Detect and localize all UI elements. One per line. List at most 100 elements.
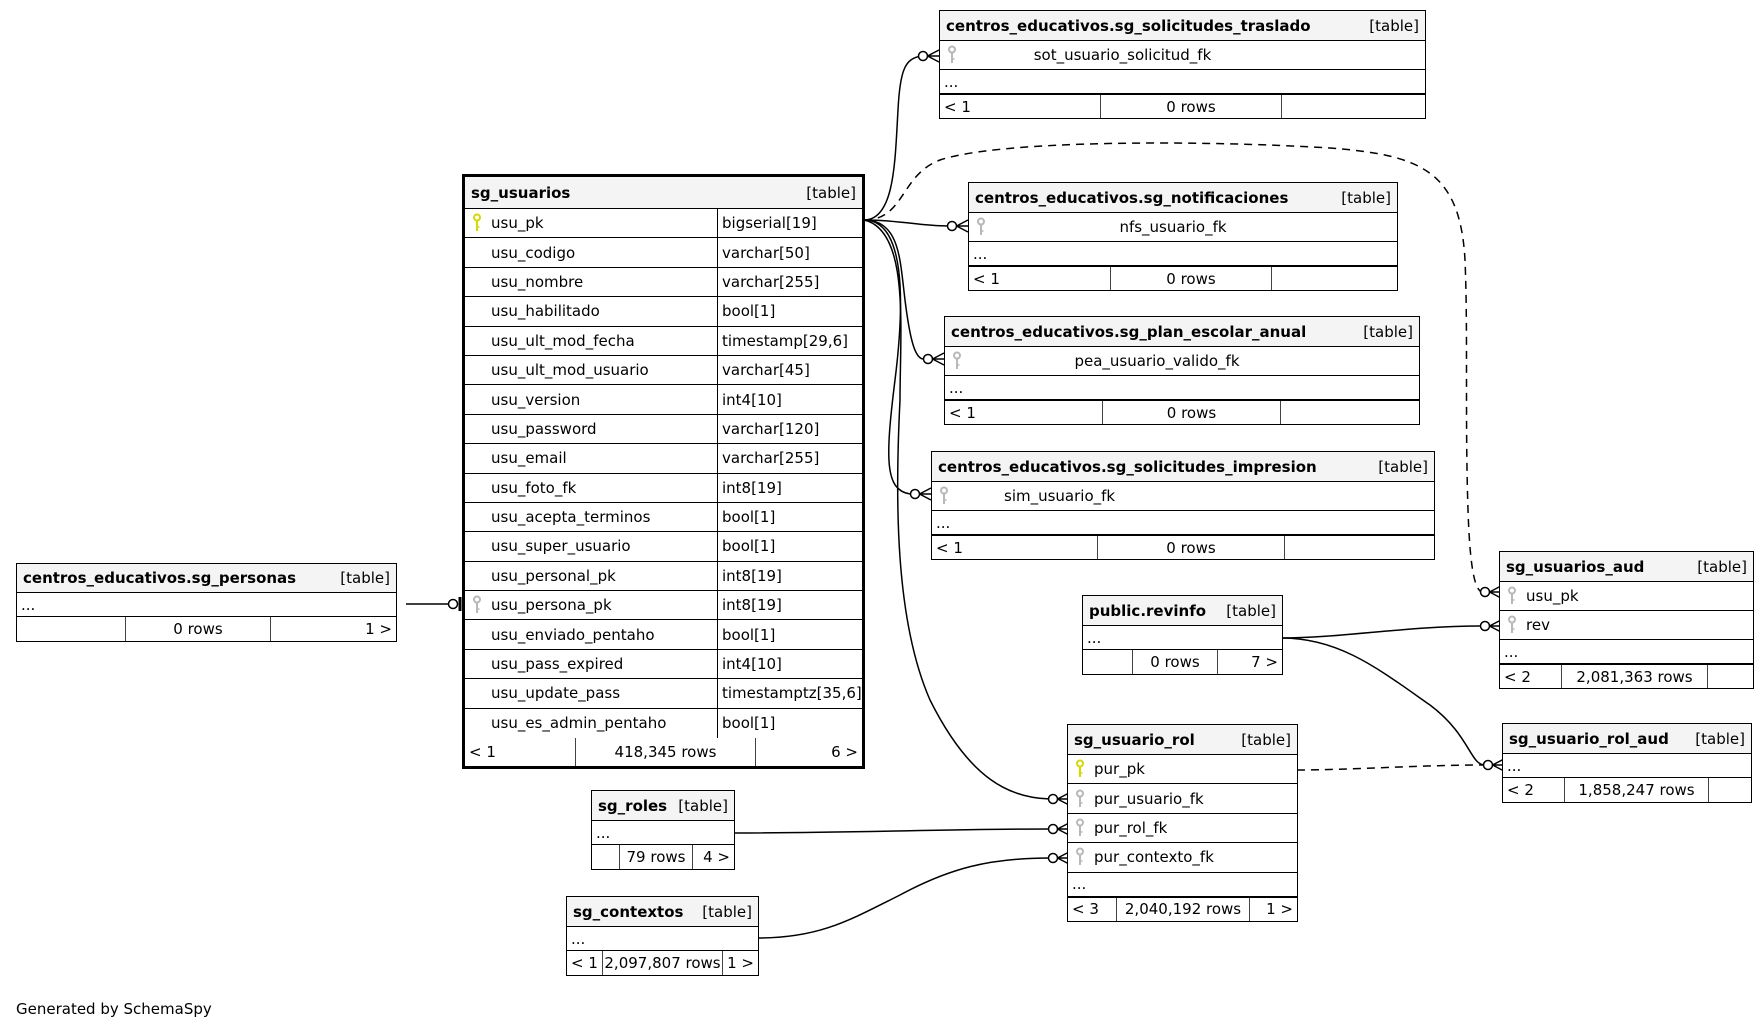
parents-count[interactable]: < 1 — [469, 743, 496, 762]
more-columns[interactable]: ... — [1500, 640, 1753, 664]
parents-count[interactable]: < 3 — [1072, 900, 1099, 919]
more-columns[interactable]: ... — [945, 376, 1419, 400]
children-count[interactable]: 1 > — [1266, 900, 1293, 919]
parents-count[interactable]: < 2 — [1504, 667, 1531, 686]
parents-count[interactable]: < 1 — [936, 538, 963, 557]
column-row[interactable]: pea_usuario_valido_fk — [945, 347, 1419, 376]
parents-count[interactable]: < 1 — [571, 954, 598, 972]
table-header[interactable]: centros_educativos.sg_personas [table] — [17, 564, 396, 593]
column-row[interactable]: pur_rol_fk — [1068, 814, 1297, 844]
table-sg-usuario-rol[interactable]: sg_usuario_rol [table] pur_pk pur_usuario… — [1067, 724, 1298, 922]
column-row[interactable]: usu_acepta_terminos bool[1] — [465, 502, 862, 533]
column-row[interactable]: usu_pk — [1500, 582, 1753, 611]
table-name: sg_usuario_rol — [1074, 730, 1195, 749]
table-name: sg_contextos — [573, 902, 684, 921]
children-count[interactable] — [1282, 95, 1425, 118]
children-count[interactable] — [1708, 665, 1753, 688]
children-count[interactable] — [1709, 778, 1751, 802]
more-columns[interactable]: ... — [592, 821, 734, 845]
table-sg-personas[interactable]: centros_educativos.sg_personas [table] .… — [16, 563, 397, 642]
children-count[interactable]: 6 > — [831, 743, 858, 762]
column-name: pea_usuario_valido_fk — [1074, 352, 1240, 370]
children-count[interactable] — [1281, 401, 1419, 424]
children-count[interactable]: 1 > — [727, 954, 754, 972]
table-header[interactable]: sg_usuario_rol_aud [table] — [1503, 724, 1751, 754]
parents-count[interactable]: < 1 — [973, 269, 1000, 288]
table-header[interactable]: sg_usuario_rol [table] — [1068, 725, 1297, 755]
table-footer: < 1 0 rows — [969, 266, 1397, 290]
children-count[interactable] — [1285, 536, 1434, 559]
table-sg-notificaciones[interactable]: centros_educativos.sg_notificaciones [ta… — [968, 182, 1398, 291]
column-row[interactable]: sot_usuario_solicitud_fk — [940, 41, 1425, 70]
more-columns[interactable]: ... — [932, 511, 1434, 535]
column-row[interactable]: rev — [1500, 611, 1753, 640]
table-header[interactable]: public.revinfo [table] — [1083, 596, 1282, 626]
children-count[interactable] — [1272, 267, 1397, 290]
table-public-revinfo[interactable]: public.revinfo [table] ... 0 rows 7 > — [1082, 595, 1283, 675]
table-sg-solicitudes-traslado[interactable]: centros_educativos.sg_solicitudes_trasla… — [939, 10, 1426, 119]
children-count[interactable]: 7 > — [1251, 653, 1278, 671]
column-name: sim_usuario_fk — [1004, 487, 1116, 505]
more-columns[interactable]: ... — [969, 242, 1397, 266]
table-header[interactable]: sg_roles [table] — [592, 791, 734, 821]
column-row[interactable]: pur_contexto_fk — [1068, 843, 1297, 873]
no-key-slot — [473, 566, 481, 586]
foreign-key-icon — [977, 217, 985, 237]
parents-count[interactable] — [1083, 650, 1132, 674]
table-header[interactable]: sg_usuarios [table] — [465, 177, 862, 209]
parents-count[interactable] — [592, 845, 619, 869]
row-count: 0 rows — [125, 617, 271, 641]
column-name: usu_acepta_terminos — [491, 508, 651, 527]
table-header[interactable]: centros_educativos.sg_solicitudes_trasla… — [940, 11, 1425, 41]
table-sg-roles[interactable]: sg_roles [table] ... 79 rows 4 > — [591, 790, 735, 870]
more-columns[interactable]: ... — [1083, 626, 1282, 650]
more-columns[interactable]: ... — [940, 70, 1425, 94]
parents-count[interactable]: < 1 — [944, 97, 971, 116]
parents-count[interactable] — [17, 617, 125, 641]
more-columns[interactable]: ... — [1503, 754, 1751, 778]
more-columns[interactable]: ... — [1068, 873, 1297, 897]
more-columns[interactable]: ... — [17, 593, 396, 617]
column-type: bool[1] — [717, 502, 862, 532]
row-count: 0 rows — [1097, 536, 1285, 559]
table-header[interactable]: sg_contextos [table] — [567, 897, 758, 927]
parents-count[interactable]: < 2 — [1507, 781, 1534, 799]
more-columns[interactable]: ... — [567, 927, 758, 951]
table-sg-contextos[interactable]: sg_contextos [table] ... < 1 2,097,807 r… — [566, 896, 759, 976]
parents-count[interactable]: < 1 — [949, 403, 976, 422]
column-row[interactable]: sim_usuario_fk — [932, 482, 1434, 511]
table-sg-plan-escolar-anual[interactable]: centros_educativos.sg_plan_escolar_anual… — [944, 316, 1420, 425]
column-row[interactable]: pur_usuario_fk — [1068, 784, 1297, 814]
table-header[interactable]: centros_educativos.sg_plan_escolar_anual… — [945, 317, 1419, 347]
children-count[interactable]: 1 > — [365, 620, 392, 638]
column-row[interactable]: pur_pk — [1068, 755, 1297, 785]
table-header[interactable]: sg_usuarios_aud [table] — [1500, 552, 1753, 582]
column-name: usu_ult_mod_usuario — [491, 361, 649, 380]
table-sg-usuarios-aud[interactable]: sg_usuarios_aud [table] usu_pk rev ... <… — [1499, 551, 1754, 689]
table-header[interactable]: centros_educativos.sg_notificaciones [ta… — [969, 183, 1397, 213]
column-row[interactable]: nfs_usuario_fk — [969, 213, 1397, 242]
children-count[interactable]: 4 > — [703, 848, 730, 866]
table-header[interactable]: centros_educativos.sg_solicitudes_impres… — [932, 452, 1434, 482]
table-sg-solicitudes-impresion[interactable]: centros_educativos.sg_solicitudes_impres… — [931, 451, 1435, 560]
column-name: pur_pk — [1094, 760, 1145, 779]
table-sg-usuario-rol-aud[interactable]: sg_usuario_rol_aud [table] ... < 2 1,858… — [1502, 723, 1752, 803]
